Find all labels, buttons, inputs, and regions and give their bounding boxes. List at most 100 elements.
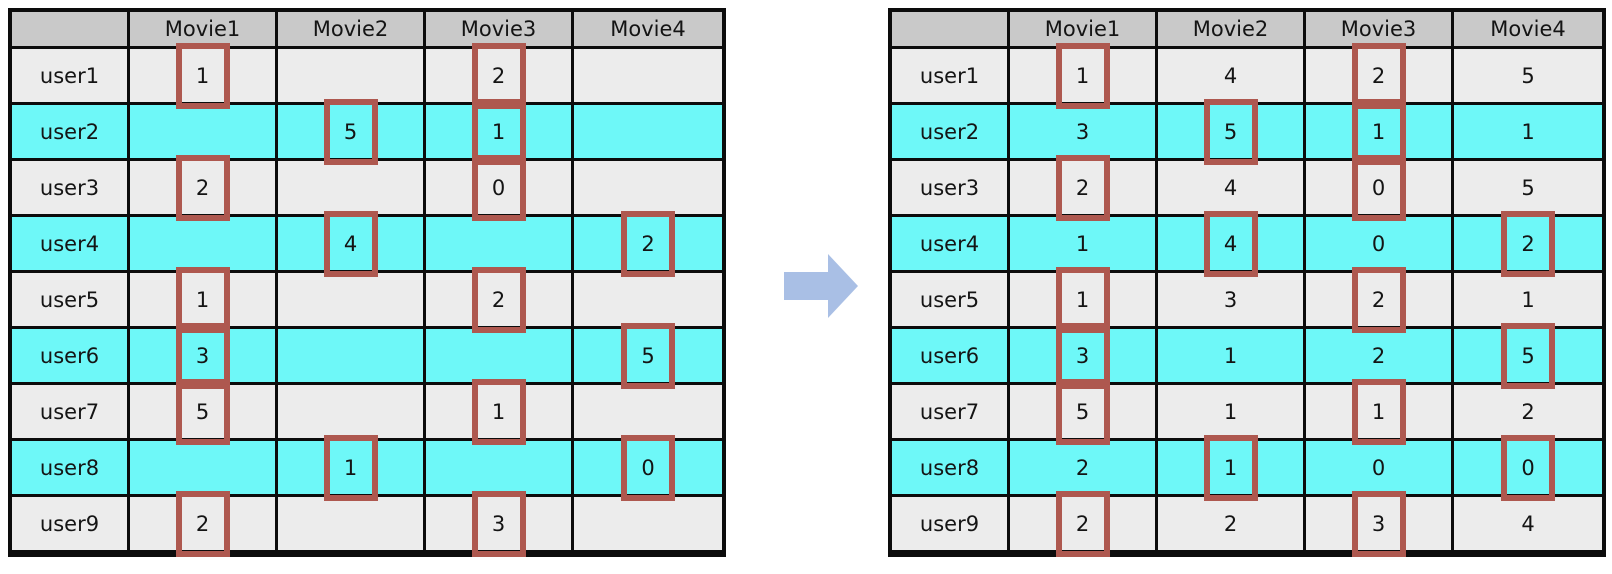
observed-rating-box: 5 — [175, 378, 230, 445]
rating-cell — [130, 441, 278, 497]
rating-value: 1 — [195, 63, 210, 88]
rating-value: 2 — [1521, 399, 1535, 424]
rating-cell: 5 — [1010, 378, 1158, 445]
rating-cell — [278, 49, 426, 105]
observed-rating-box: 2 — [471, 42, 526, 109]
row-label: user7 — [892, 385, 1010, 441]
row-label: user3 — [12, 161, 130, 217]
rating-cell: 1 — [426, 98, 574, 165]
corner-cell — [892, 12, 1010, 49]
row-label: user8 — [12, 441, 130, 497]
rating-cell: 4 — [1158, 161, 1306, 217]
row-label: user6 — [12, 329, 130, 385]
rating-value: 3 — [1075, 343, 1090, 368]
observed-rating-box: 2 — [1055, 490, 1110, 557]
row-label: user7 — [12, 385, 130, 441]
observed-rating-box: 2 — [175, 154, 230, 221]
observed-rating-box: 1 — [175, 42, 230, 109]
row-label: user2 — [892, 105, 1010, 161]
rating-cell — [574, 105, 722, 161]
observed-rating-box: 0 — [621, 434, 675, 501]
observed-rating-box: 4 — [1203, 210, 1258, 277]
rating-value: 2 — [491, 63, 506, 88]
observed-rating-box: 2 — [621, 210, 675, 277]
observed-rating-box: 5 — [621, 322, 675, 389]
rating-cell — [130, 105, 278, 161]
rating-cell: 4 — [278, 210, 426, 277]
rating-value: 3 — [1075, 119, 1090, 144]
rating-cell — [278, 273, 426, 329]
rating-cell: 2 — [1454, 385, 1602, 441]
rating-value: 2 — [1075, 511, 1090, 536]
rating-cell: 0 — [1306, 154, 1454, 221]
rating-value: 5 — [1521, 175, 1535, 200]
corner-cell — [12, 12, 130, 49]
rating-cell: 5 — [1454, 49, 1602, 105]
observed-rating-box: 1 — [1055, 266, 1110, 333]
rating-value: 5 — [641, 343, 655, 368]
observed-rating-box: 1 — [471, 378, 526, 445]
rating-cell: 2 — [574, 210, 722, 277]
rating-cell: 1 — [130, 42, 278, 109]
rating-cell: 2 — [1306, 329, 1454, 385]
rating-cell: 1 — [1158, 385, 1306, 441]
rating-value: 2 — [1075, 175, 1090, 200]
rating-cell — [426, 217, 574, 273]
rating-cell: 2 — [1010, 154, 1158, 221]
rating-cell: 0 — [1454, 434, 1602, 501]
rating-cell: 2 — [426, 266, 574, 333]
row-label: user1 — [12, 49, 130, 105]
rating-value: 2 — [1371, 343, 1386, 368]
rating-cell: 3 — [1306, 490, 1454, 557]
rating-value: 1 — [343, 455, 358, 480]
rating-value: 2 — [195, 175, 210, 200]
row-label: user4 — [12, 217, 130, 273]
observed-rating-box: 5 — [1055, 378, 1110, 445]
column-header-4: Movie4 — [574, 12, 722, 49]
rating-value: 1 — [1521, 119, 1535, 144]
rating-cell: 2 — [130, 154, 278, 221]
rating-value: 3 — [1371, 511, 1386, 536]
rating-cell: 3 — [1158, 273, 1306, 329]
rating-value: 2 — [491, 287, 506, 312]
observed-rating-box: 2 — [1351, 266, 1406, 333]
rating-cell: 5 — [574, 322, 722, 389]
rating-cell: 1 — [426, 378, 574, 445]
row-label: user4 — [892, 217, 1010, 273]
rating-cell: 2 — [1158, 497, 1306, 553]
rating-value: 5 — [1223, 119, 1238, 144]
transform-right-arrow-icon — [784, 254, 858, 318]
rating-value: 2 — [1371, 63, 1386, 88]
rating-cell — [574, 273, 722, 329]
rating-value: 2 — [1223, 511, 1238, 536]
rating-cell — [278, 329, 426, 385]
rating-cell — [574, 385, 722, 441]
rating-cell: 5 — [130, 378, 278, 445]
observed-rating-box: 2 — [1501, 210, 1555, 277]
rating-value: 2 — [1521, 231, 1535, 256]
rating-value: 1 — [1075, 287, 1090, 312]
rating-value: 1 — [491, 399, 506, 424]
rating-value: 1 — [1371, 399, 1386, 424]
rating-value: 0 — [641, 455, 655, 480]
rating-cell: 3 — [1010, 105, 1158, 161]
observed-rating-box: 3 — [1351, 490, 1406, 557]
observed-rating-box: 1 — [323, 434, 378, 501]
rating-cell: 5 — [278, 98, 426, 165]
rating-cell: 2 — [130, 490, 278, 557]
rating-value: 3 — [1223, 287, 1238, 312]
rating-value: 1 — [1223, 343, 1238, 368]
column-header-2: Movie2 — [278, 12, 426, 49]
rating-cell: 1 — [1010, 42, 1158, 109]
rating-cell: 4 — [1158, 210, 1306, 277]
rating-cell: 4 — [1454, 497, 1602, 553]
row-label: user8 — [892, 441, 1010, 497]
rating-cell: 1 — [1306, 378, 1454, 445]
column-header-4: Movie4 — [1454, 12, 1602, 49]
rating-cell: 5 — [1158, 98, 1306, 165]
rating-cell: 1 — [1306, 98, 1454, 165]
observed-rating-box: 1 — [1351, 98, 1406, 165]
